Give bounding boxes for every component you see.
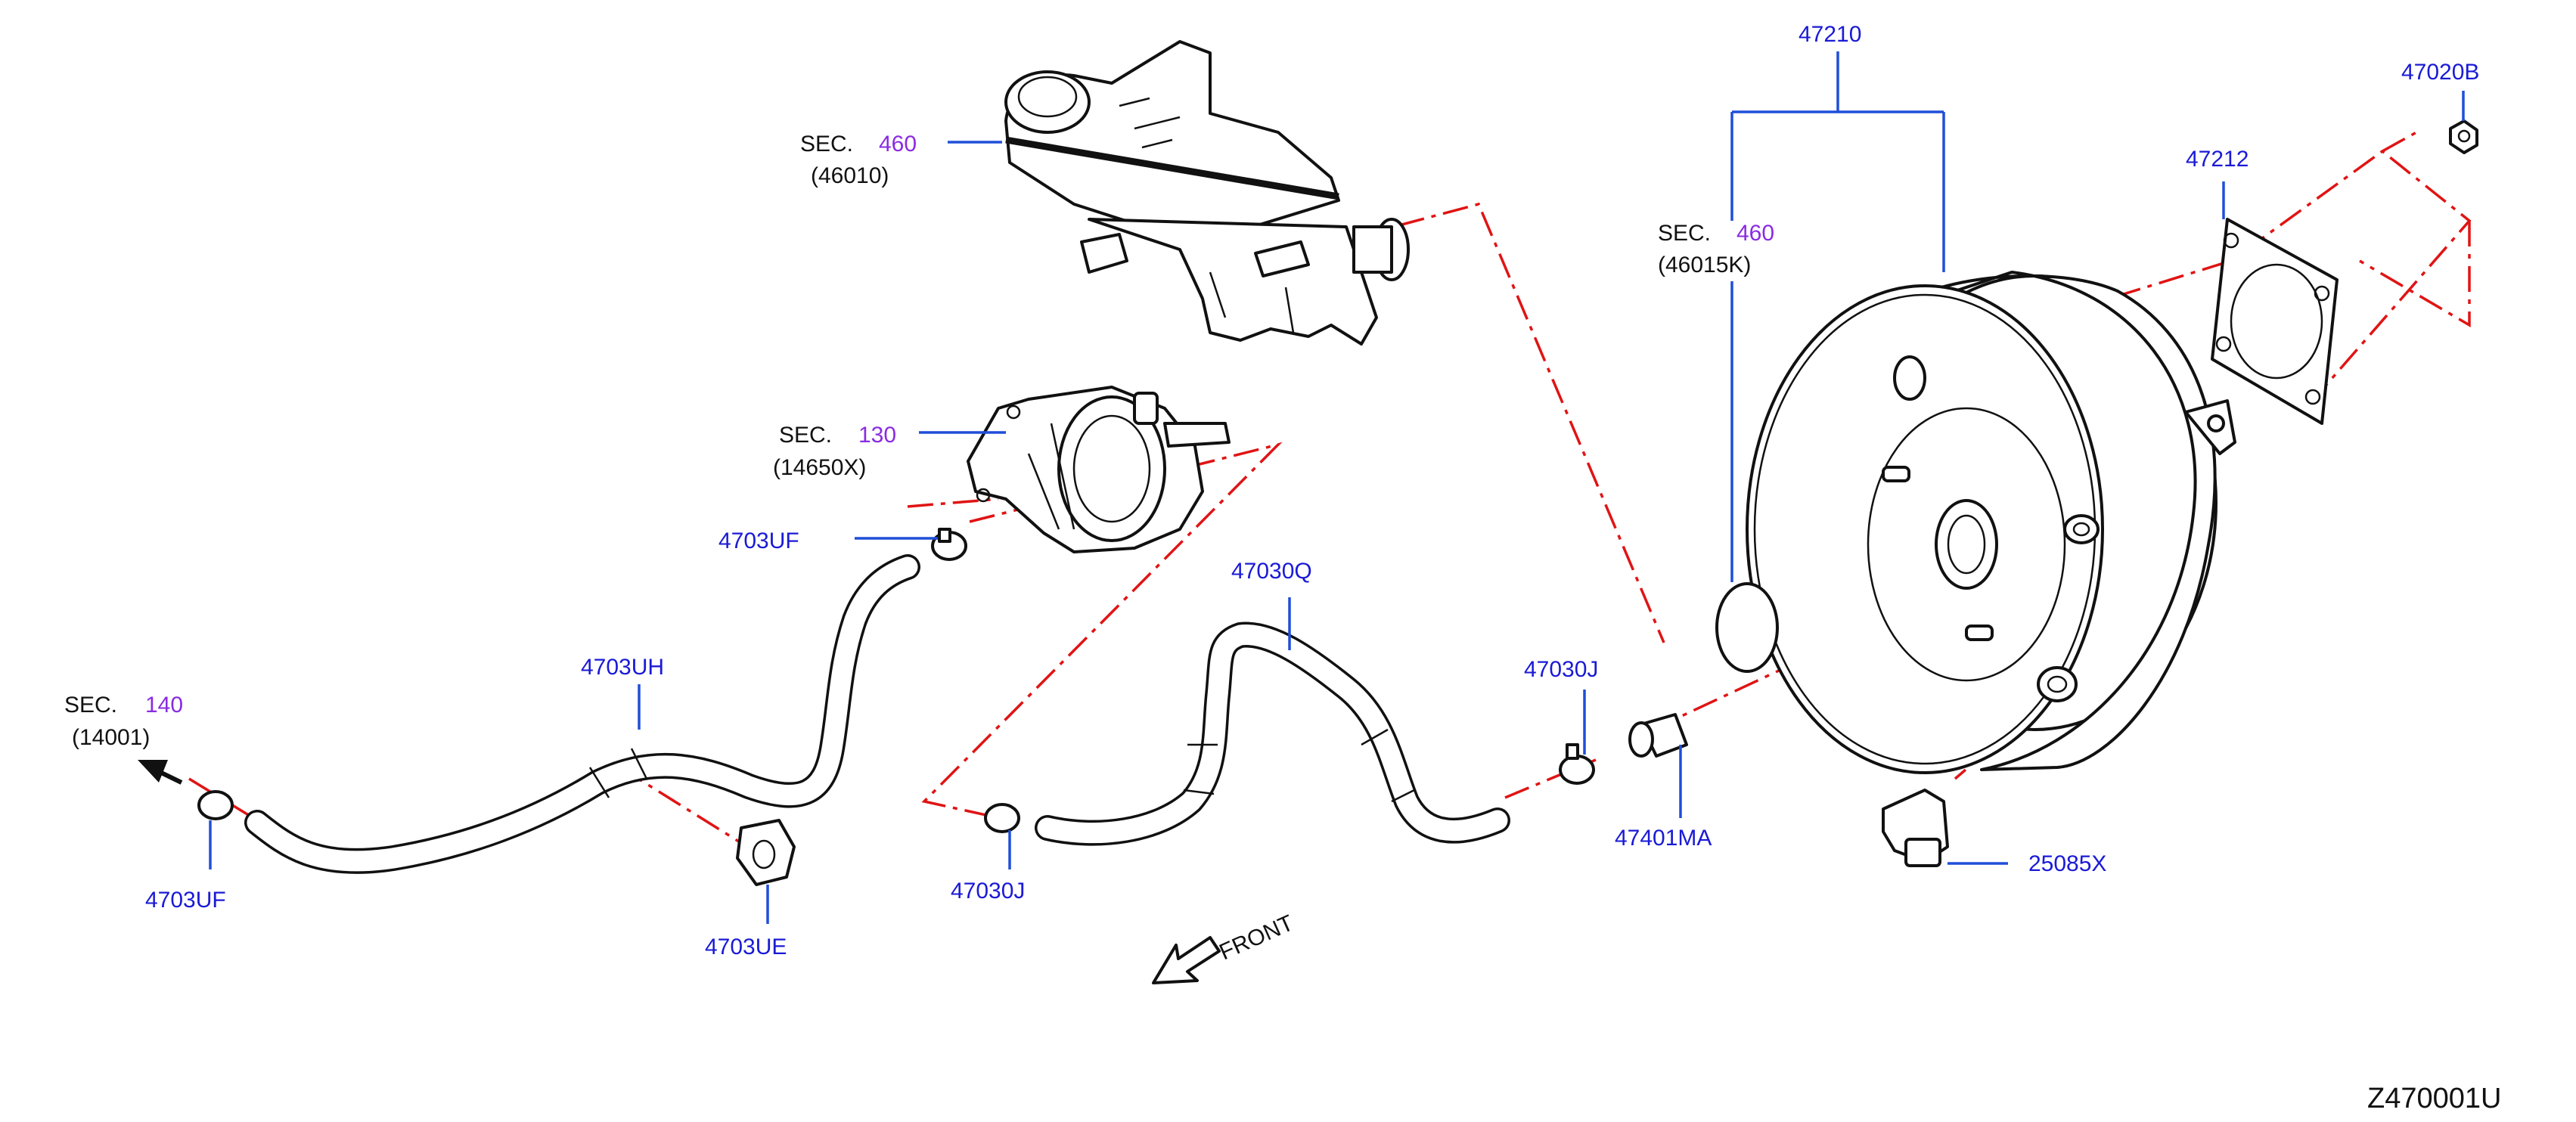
figure-code: Z470001U <box>2367 1083 2501 1114</box>
section-arrow-icon <box>138 760 183 785</box>
leader-lines <box>209 51 2465 924</box>
part-47030J-right-label: 47030J <box>1524 657 1598 682</box>
booster-gasket <box>2211 218 2339 425</box>
hose-connector <box>736 819 796 886</box>
part-47210-label: 47210 <box>1799 22 1861 47</box>
brake-booster <box>1746 271 2236 774</box>
sec-pump-number: 130 <box>858 423 896 448</box>
master-cylinder <box>1004 40 1410 346</box>
sec-engine-number: 140 <box>145 693 183 718</box>
part-47020B-label: 47020B <box>2401 60 2479 85</box>
sec-reservoir-label: SEC. <box>800 132 853 157</box>
sec-pump-ref: (14650X) <box>773 455 866 480</box>
part-4703UH-label: 4703UH <box>581 655 664 680</box>
vacuum-pump <box>967 386 1231 553</box>
part-4703UF-bottom-label: 4703UF <box>145 888 226 913</box>
sec-pump-label: SEC. <box>779 423 832 448</box>
vacuum-hoses <box>244 554 1510 874</box>
sec-engine-ref: (14001) <box>72 725 150 750</box>
part-4703UE-label: 4703UE <box>705 934 787 959</box>
sec-booster-label: SEC. <box>1658 221 1711 246</box>
sec-reservoir-ref: (46010) <box>811 163 889 188</box>
part-47401MA-label: 47401MA <box>1615 826 1712 851</box>
front-arrow-icon <box>1152 936 1221 984</box>
part-47030Q-label: 47030Q <box>1231 559 1312 584</box>
nut <box>2449 119 2478 154</box>
vacuum-sensor <box>1882 789 1949 867</box>
part-47030J-left-label: 47030J <box>951 879 1025 903</box>
part-25085X-label: 25085X <box>2028 851 2106 876</box>
hose-clamps <box>197 528 1595 833</box>
sec-engine-label: SEC. <box>64 693 117 718</box>
front-label: FRONT <box>1215 910 1297 965</box>
o-ring <box>1715 582 1779 673</box>
part-4703UF-top-label: 4703UF <box>718 528 799 553</box>
sec-booster-number: 460 <box>1736 221 1774 246</box>
sec-booster-ref: (46015K) <box>1658 253 1751 277</box>
labels: SEC. 460 (46010) 47210 SEC. 460 (46015K)… <box>64 22 2501 1114</box>
sec-reservoir-number: 460 <box>879 132 917 157</box>
check-valve <box>1628 713 1688 758</box>
part-47212-label: 47212 <box>2186 147 2249 172</box>
